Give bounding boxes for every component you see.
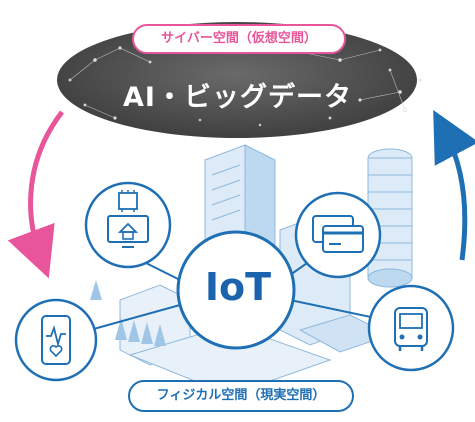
ai-bigdata-title: AI・ビッグデータ (123, 82, 352, 113)
network-stars (68, 46, 422, 127)
trees (90, 280, 166, 346)
iot-hub-label: IoT (204, 265, 272, 309)
smart-home-computer-icon (84, 181, 172, 269)
physical-space-label: フィジカル空間（現実空間） (128, 380, 354, 412)
cyber-space-label: サイバー空間（仮想空間） (132, 24, 346, 54)
upward-arrow (433, 109, 475, 261)
downward-arrow (7, 110, 64, 279)
credit-card-icon (294, 191, 382, 279)
smartphone-health-icon (14, 298, 98, 382)
bus-icon (367, 284, 455, 372)
iot-hub-circle (176, 230, 296, 350)
